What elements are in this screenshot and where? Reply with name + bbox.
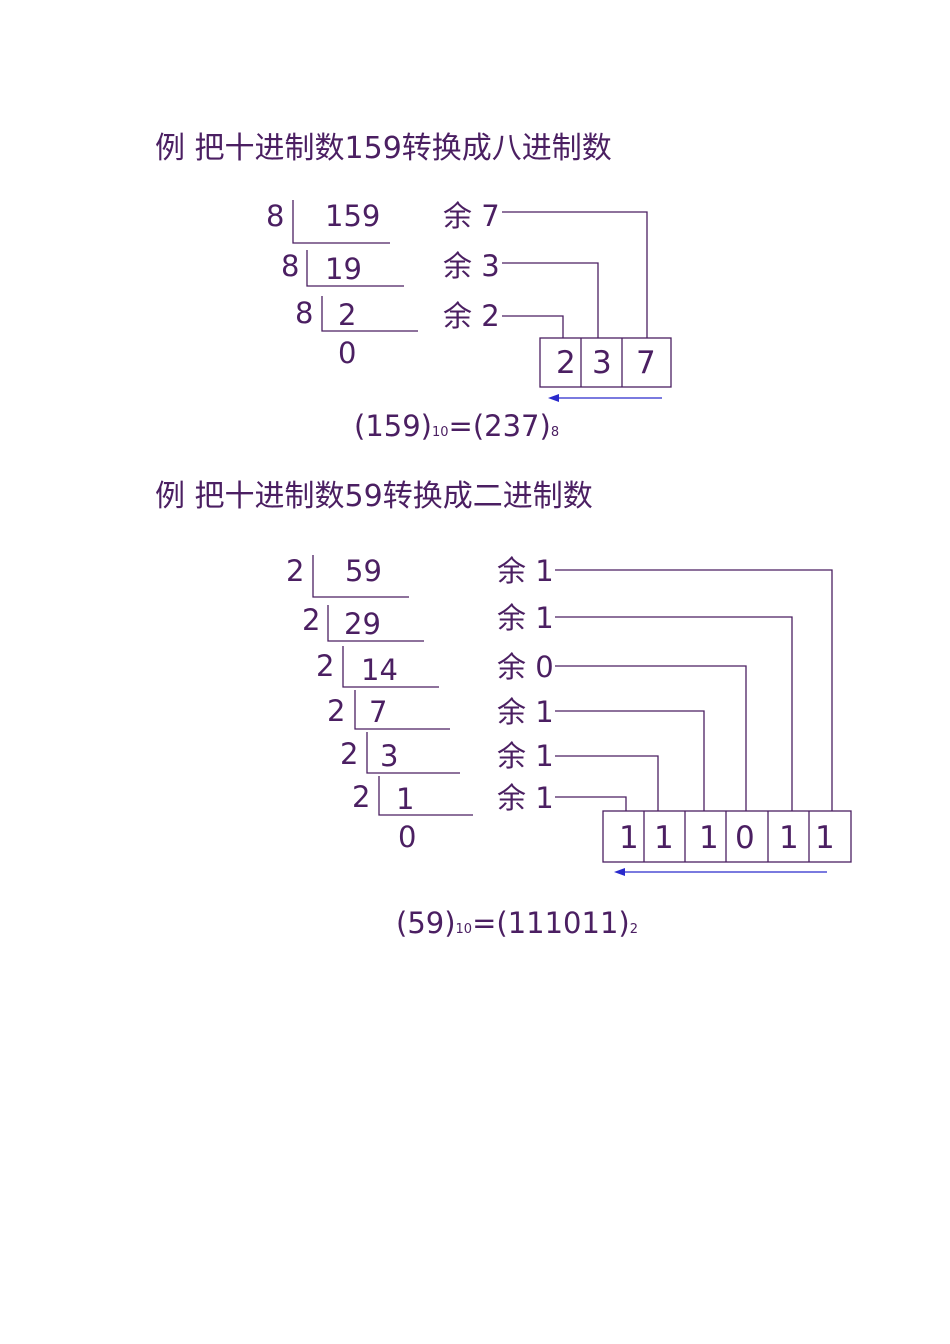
ex1-digit-boxes [539,337,672,388]
ex2-digit: 1 [654,820,674,856]
ex2-result-lhs-base: 10 [455,922,473,937]
ex2-final-quotient: 0 [398,820,417,854]
ex1-dividend: 159 [325,199,381,233]
ex1-final-quotient: 0 [338,336,357,370]
ex2-result-rhs: =(111011) [472,906,630,940]
example-2-title: 例 把十进制数59转换成二进制数 [155,479,593,514]
ex2-divisor: 2 [340,737,359,771]
ex2-remainder: 余 1 [497,554,554,588]
ex1-divisor: 8 [281,249,300,283]
ex1-connectors [502,211,648,338]
ex1-result-lhs: (159) [354,409,432,443]
ex2-dividend: 3 [380,739,399,773]
ex1-remainder: 余 2 [443,299,500,333]
ex2-divisor: 2 [286,554,305,588]
example-1-title: 例 把十进制数159转换成八进制数 [155,131,612,166]
ex2-bracket-4 [354,690,450,730]
ex2-digit: 1 [619,820,639,856]
ex1-connector-3 [502,262,599,338]
ex2-remainder: 余 1 [497,781,554,815]
ex2-bracket-3 [342,646,439,688]
ex2-dividend: 14 [361,653,398,687]
ex2-digit: 1 [815,820,835,856]
ex2-remainder: 余 1 [497,695,554,729]
ex2-connector-4 [555,710,705,811]
ex1-divisor: 8 [295,296,314,330]
ex1-remainder: 余 3 [443,249,500,283]
ex2-box-frame [602,810,852,863]
ex2-bracket-6 [378,776,473,816]
ex2-divisor: 2 [352,780,371,814]
ex1-dividend: 19 [325,252,362,286]
ex2-bracket-1 [312,555,409,598]
ex2-direction-arrow [614,868,827,876]
ex2-connectors [555,569,833,811]
ex2-connector-6 [555,796,627,811]
ex2-connector-5 [555,755,659,811]
ex1-digit: 3 [592,345,612,381]
ex2-digit: 1 [779,820,799,856]
ex1-divisor: 8 [266,199,285,233]
ex2-remainder: 余 1 [497,739,554,773]
ex1-box-frame [539,337,672,388]
ex1-direction-arrow [548,394,662,402]
ex1-bracket-1 [292,200,390,244]
ex2-division-brackets [312,555,473,816]
ex1-result-lhs-base: 10 [431,425,449,440]
ex2-dividend: 7 [369,695,388,729]
ex2-remainder: 余 0 [497,650,554,684]
ex1-bracket-2 [306,250,404,287]
ex1-digit: 7 [636,345,656,381]
ex2-dividend: 29 [344,607,381,641]
ex2-dividend: 59 [345,554,382,588]
ex2-connector-3 [555,665,747,811]
ex2-connector-2 [555,616,793,811]
ex2-result-rhs-base: 2 [629,922,638,937]
ex2-result: (59)10=(111011)2 [396,909,638,938]
ex1-result-rhs: =(237) [448,409,551,443]
ex2-remainder: 余 1 [497,601,554,635]
ex2-divisor: 2 [327,694,346,728]
ex1-division-brackets [292,200,418,332]
ex1-remainder: 余 7 [443,199,500,233]
ex2-connector-1 [555,569,833,811]
ex2-dividend: 1 [396,782,415,816]
ex2-divisor: 2 [302,603,321,637]
ex2-bracket-5 [366,732,460,774]
ex1-digit: 2 [556,345,576,381]
ex2-digit: 1 [699,820,719,856]
ex2-result-lhs: (59) [396,906,456,940]
ex2-divisor: 2 [316,649,335,683]
ex1-result: (159)10=(237)8 [354,412,559,441]
ex2-digit: 0 [735,820,755,856]
ex1-connector-7 [502,211,648,338]
ex1-dividend: 2 [338,298,357,332]
ex1-result-rhs-base: 8 [550,425,560,440]
ex1-connector-2 [502,315,564,338]
ex1-bracket-3 [321,296,418,332]
ex2-digit-boxes [602,810,852,863]
ex2-bracket-2 [327,605,424,642]
